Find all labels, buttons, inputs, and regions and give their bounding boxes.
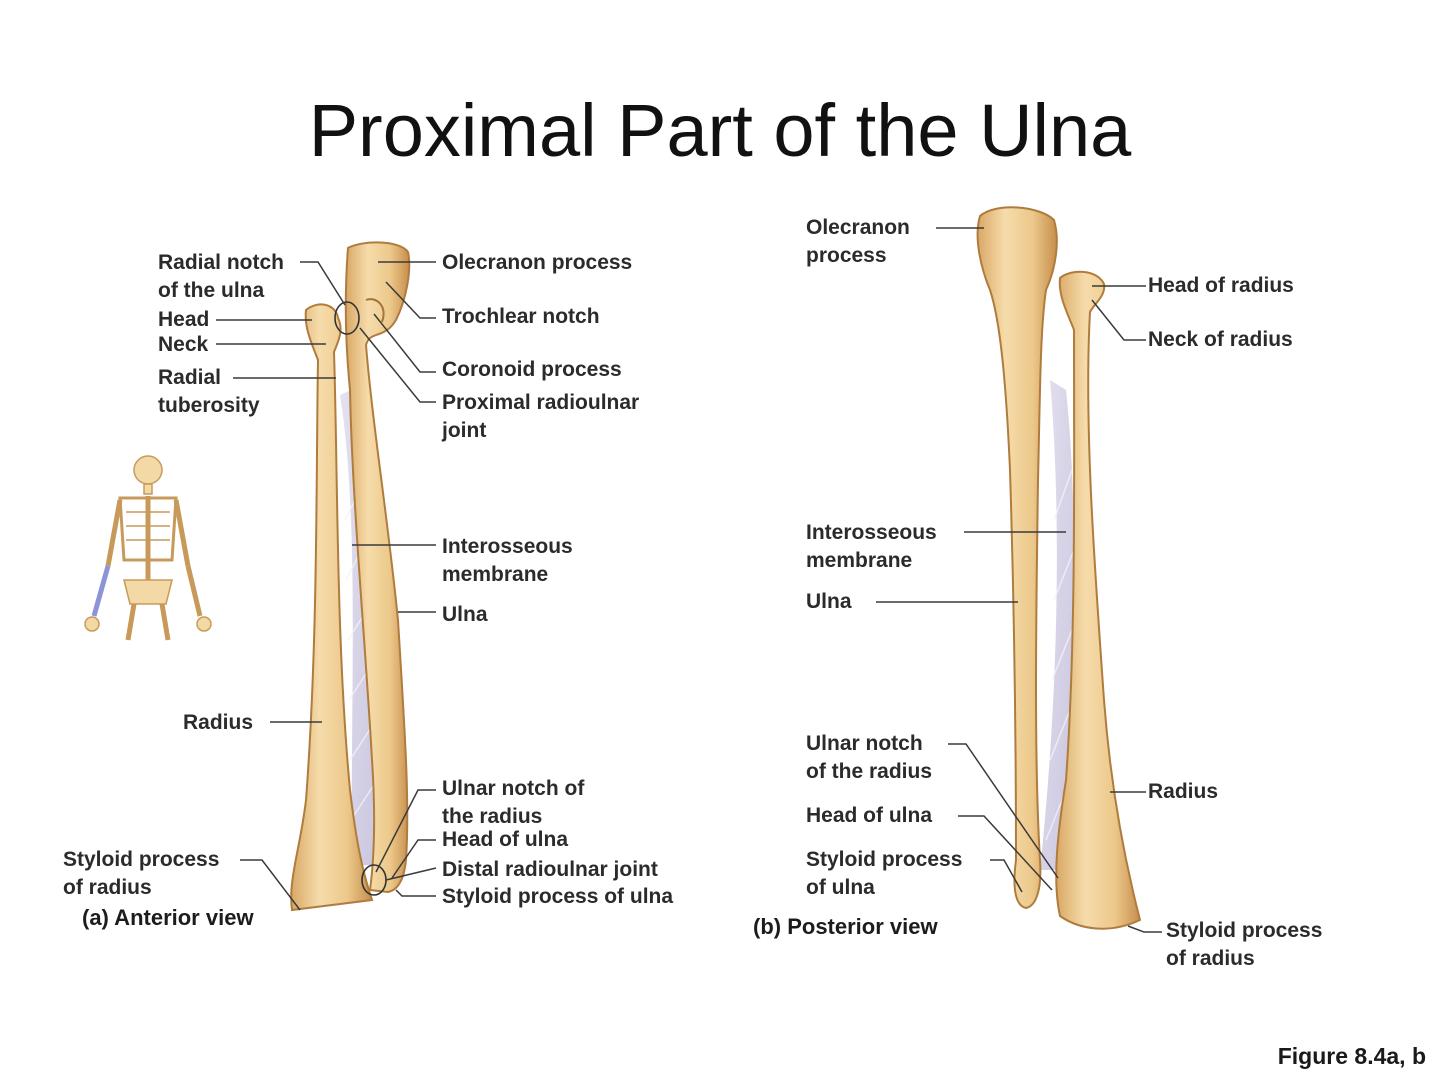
label-ulna: Ulna xyxy=(442,603,488,626)
label-head: Head xyxy=(158,308,210,331)
anterior-leader-lines xyxy=(216,261,437,911)
slide-title: Proximal Part of the Ulna xyxy=(308,89,1132,172)
anterior-view-figure xyxy=(216,241,437,912)
anterior-radius-bone xyxy=(290,303,374,912)
posterior-view-figure xyxy=(876,206,1162,933)
caption-anterior-view: (a) Anterior view xyxy=(82,905,254,930)
label-olecranon-process: Olecranon process xyxy=(442,251,633,274)
posterior-ulna-bone xyxy=(976,206,1058,910)
figure-reference: Figure 8.4a, b xyxy=(1277,1043,1426,1069)
label-olecranon-process-posterior: Olecranon process xyxy=(806,216,910,267)
label-ulnar-notch-of-radius: Ulnar notch of the radius xyxy=(442,777,585,828)
label-ulnar-notch-of-radius-posterior: Ulnar notch of the radius xyxy=(806,732,933,783)
label-head-of-radius: Head of radius xyxy=(1148,274,1294,297)
caption-posterior-view: (b) Posterior view xyxy=(753,914,938,939)
label-styloid-process-of-ulna: Styloid process of ulna xyxy=(442,885,674,908)
label-neck-of-radius: Neck of radius xyxy=(1148,328,1293,351)
label-styloid-process-of-radius: Styloid process of radius xyxy=(63,848,220,899)
label-styloid-process-of-ulna-posterior: Styloid process of ulna xyxy=(806,848,963,899)
label-head-of-ulna: Head of ulna xyxy=(442,828,569,851)
posterior-radius-bone xyxy=(1055,270,1142,930)
label-coronoid-process: Coronoid process xyxy=(442,358,622,381)
label-proximal-radioulnar-joint: Proximal radioulnar joint xyxy=(442,391,640,442)
label-radial-notch-of-ulna: Radial notch of the ulna xyxy=(158,251,285,302)
label-interosseous-membrane: Interosseous membrane xyxy=(442,535,573,586)
posterior-interosseous-membrane xyxy=(1040,380,1075,870)
anterior-ulna-bone xyxy=(344,241,411,894)
skeleton-thumbnail xyxy=(84,455,212,641)
label-trochlear-notch: Trochlear notch xyxy=(442,305,600,328)
proximal-radioulnar-joint-circle xyxy=(334,301,360,335)
posterior-leader-lines xyxy=(876,227,1162,933)
label-interosseous-membrane-posterior: Interosseous membrane xyxy=(806,521,937,572)
label-styloid-process-of-radius-posterior: Styloid process of radius xyxy=(1166,919,1323,970)
label-neck: Neck xyxy=(158,333,209,356)
label-head-of-ulna-posterior: Head of ulna xyxy=(806,804,933,827)
label-ulna-posterior: Ulna xyxy=(806,590,852,613)
label-radial-tuberosity: Radial tuberosity xyxy=(158,366,260,417)
anterior-interosseous-membrane xyxy=(340,385,380,865)
label-distal-radioulnar-joint: Distal radioulnar joint xyxy=(442,858,658,881)
label-radius-posterior: Radius xyxy=(1148,780,1219,803)
label-radius: Radius xyxy=(183,711,254,734)
